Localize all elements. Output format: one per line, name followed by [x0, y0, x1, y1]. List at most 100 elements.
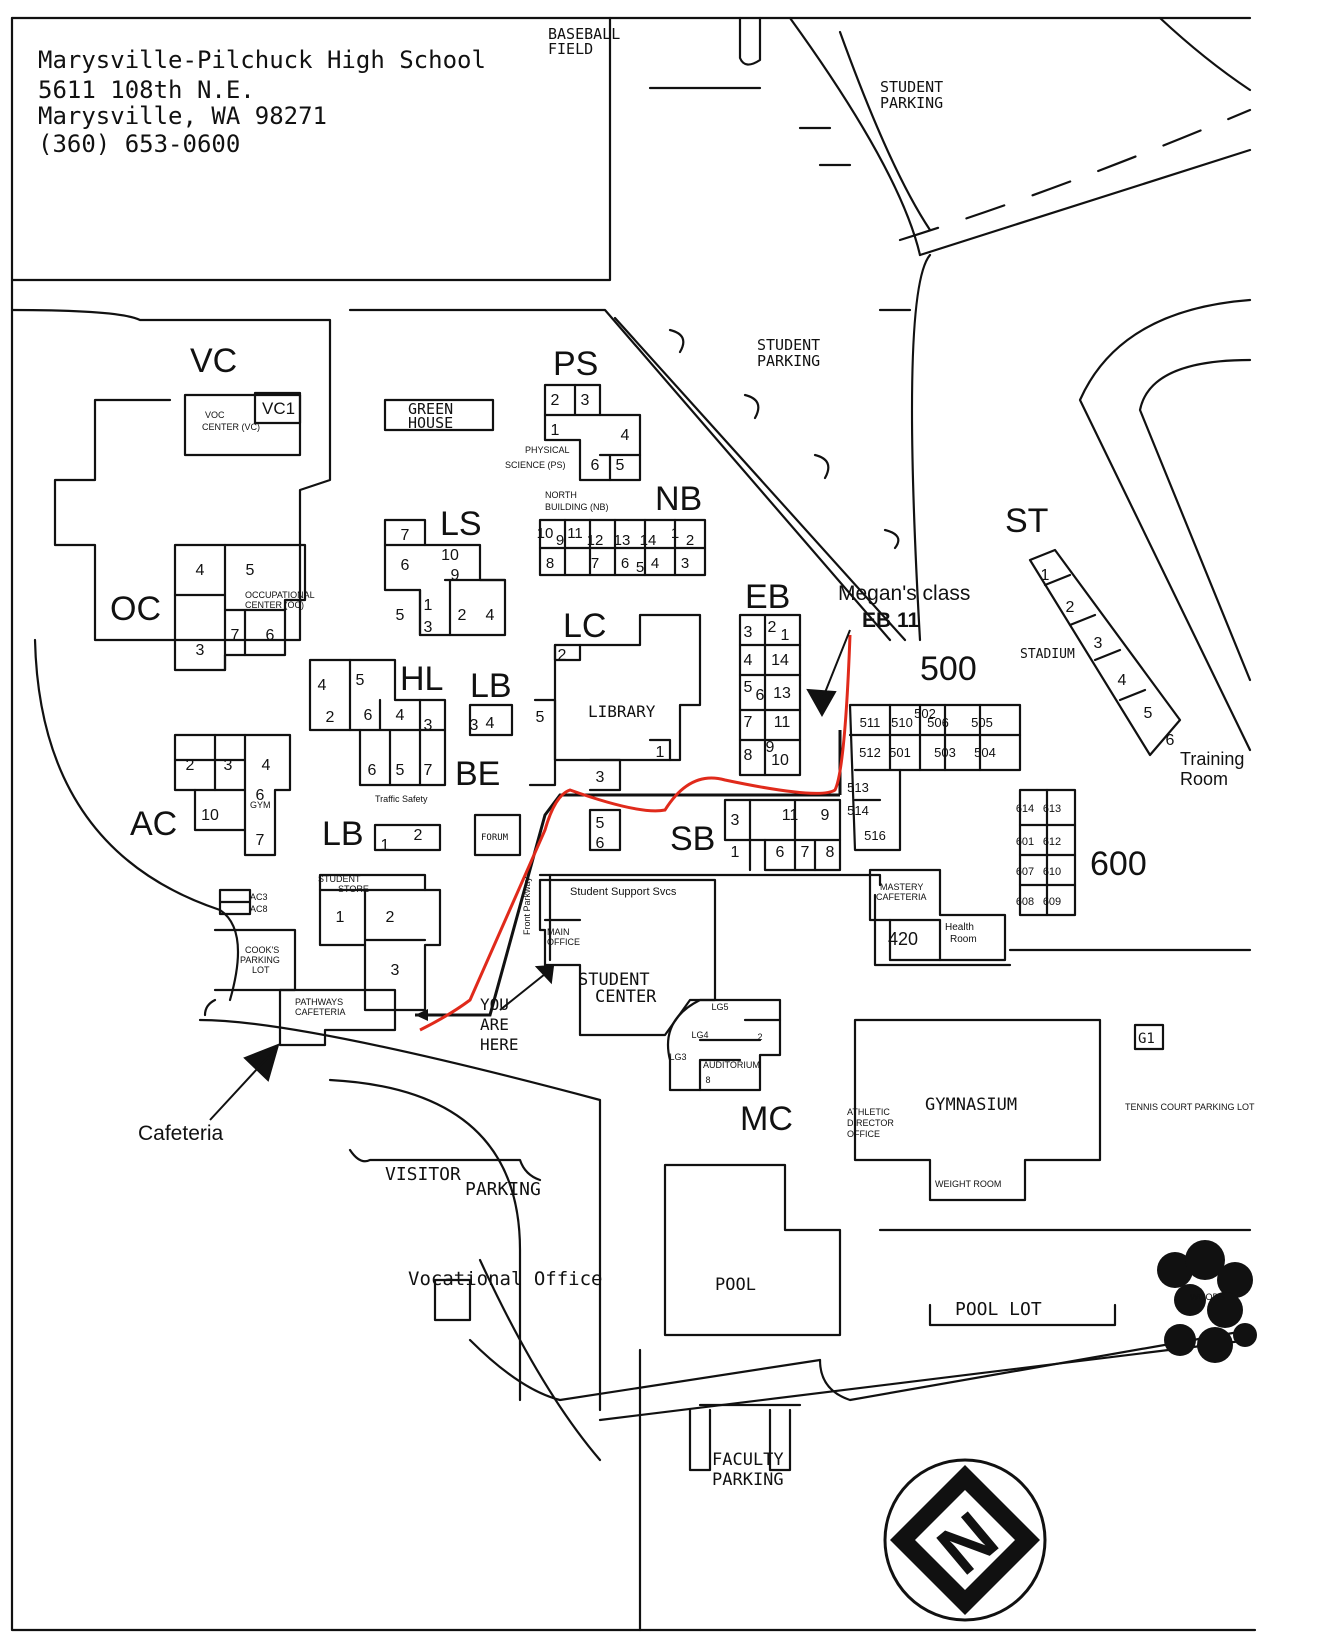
mastery-building: [868, 868, 1007, 962]
track-outer: [1078, 298, 1252, 752]
room-sb-11: 11: [782, 807, 799, 824]
vocational-office-box: [433, 1278, 472, 1322]
room-ls-4: 4: [486, 607, 495, 624]
room-b500-511: 511: [860, 715, 881, 730]
code-500: 500: [920, 650, 977, 688]
student-center-building: [538, 878, 717, 1037]
svg-text:AC3: AC3: [250, 892, 268, 902]
svg-text:BUILDING (NB): BUILDING (NB): [545, 502, 609, 512]
svg-text:Health: Health: [945, 922, 974, 933]
svg-text:AC8: AC8: [250, 904, 268, 914]
room-sb-6: 6: [776, 844, 785, 861]
room-nb-6: 6: [621, 555, 629, 572]
room-ps-1: 1: [551, 422, 560, 439]
room-nb-9: 9: [556, 532, 564, 549]
room-sb-5: 5: [596, 815, 605, 832]
svg-text:Room: Room: [1180, 769, 1228, 789]
library-label: LIBRARY: [588, 702, 656, 721]
road-main-curve: [788, 16, 922, 257]
room-sb-6: 6: [596, 835, 605, 852]
sb-building: [723, 798, 842, 872]
school-street: 5611 108th N.E.: [38, 76, 255, 104]
room-lb-3: 3: [470, 717, 479, 734]
room-st-5: 5: [1144, 705, 1153, 722]
svg-text:PARKING: PARKING: [880, 94, 943, 112]
room-st-2: 2: [1066, 599, 1075, 616]
room-store-3: 3: [391, 962, 400, 979]
svg-text:ATHLETIC: ATHLETIC: [847, 1107, 890, 1117]
room-ls-7: 7: [401, 527, 410, 544]
room-ac-3: 3: [224, 757, 233, 774]
room-st-3: 3: [1094, 635, 1103, 652]
room-ls-10: 10: [441, 547, 459, 564]
parking-lane-2: [898, 108, 1252, 242]
room-eb-5: 5: [744, 679, 753, 696]
you-arrow: [499, 964, 555, 1011]
svg-text:Front Parkway: Front Parkway: [522, 876, 532, 935]
route-arrowhead: [415, 1009, 428, 1021]
svg-text:HERE: HERE: [480, 1035, 519, 1054]
walking-route-red: [419, 634, 852, 1032]
pool-lot-label: POOL LOT: [955, 1299, 1042, 1320]
code-st: ST: [1005, 502, 1048, 540]
room-ls-3: 3: [424, 619, 433, 636]
svg-text:STUDENT: STUDENT: [318, 874, 361, 884]
room-hl-3: 3: [424, 717, 433, 734]
code-oc: OC: [110, 590, 161, 628]
room-eb-13: 13: [773, 685, 791, 702]
room-b500-505: 505: [971, 715, 993, 730]
room-b600-614: 614: [1016, 803, 1034, 815]
west-road-lower: [33, 638, 240, 1002]
svg-text:NORTH: NORTH: [545, 490, 577, 500]
room-ac-4: 4: [262, 757, 271, 774]
room-st-6: 6: [1166, 732, 1175, 749]
cafeteria-arrow: [209, 1043, 280, 1121]
lb-lower: [373, 823, 442, 852]
code-420: 420: [888, 929, 918, 949]
room-eb-8: 8: [744, 747, 753, 764]
room-b600-612: 612: [1043, 836, 1061, 848]
room-b600-607: 607: [1016, 866, 1034, 878]
inner-road: [348, 308, 892, 642]
room-b500-503: 503: [934, 745, 956, 760]
room-ps-4: 4: [621, 427, 630, 444]
room-mc-8: 8: [705, 1075, 710, 1085]
code-vc: VC: [190, 342, 237, 380]
bottom-road: [598, 1338, 1252, 1422]
room-ls-1: 1: [424, 597, 433, 614]
campus-boundary: [10, 16, 1257, 1632]
you-are-here-1: YOU: [480, 995, 509, 1014]
room-nb-12: 12: [587, 532, 604, 549]
code-sb: SB: [670, 820, 715, 858]
lb-small: [468, 703, 514, 737]
school-city: Marysville, WA 98271: [38, 102, 327, 130]
woods-cluster: [1157, 1240, 1257, 1363]
room-mc-2: 2: [757, 1032, 762, 1042]
room-eb-3: 3: [744, 624, 753, 641]
room-hl-7: 7: [424, 762, 433, 779]
forum-building: [473, 813, 522, 857]
gymnasium-building: [853, 1018, 1102, 1202]
room-hl-4: 4: [396, 707, 405, 724]
svg-text:Training: Training: [1180, 749, 1244, 769]
room-ls-5: 5: [396, 607, 405, 624]
room-b600-613: 613: [1043, 803, 1061, 815]
road-left-edge: [738, 16, 762, 66]
room-b500-502: 502: [914, 706, 936, 721]
west-road: [10, 308, 332, 642]
room-oc-4: 4: [196, 562, 205, 579]
svg-text:PATHWAYS: PATHWAYS: [295, 997, 343, 1007]
svg-text:CAFETERIA: CAFETERIA: [876, 892, 927, 902]
vocational-office-label: Vocational Office: [408, 1268, 602, 1290]
svg-text:OFFICE: OFFICE: [547, 937, 580, 947]
room-ac-6: 6: [256, 787, 265, 804]
gymnasium-label: GYMNASIUM: [925, 1095, 1017, 1115]
room-ac-7: 7: [256, 832, 265, 849]
road-curve-bottom: [198, 1018, 602, 1412]
st-building: [1028, 548, 1182, 757]
svg-text:SCIENCE (PS): SCIENCE (PS): [505, 460, 566, 470]
room-b500-510: 510: [891, 715, 913, 730]
mc-building: [666, 998, 782, 1092]
svg-text:ARE: ARE: [480, 1015, 509, 1034]
room-b500-513: 513: [847, 780, 869, 795]
